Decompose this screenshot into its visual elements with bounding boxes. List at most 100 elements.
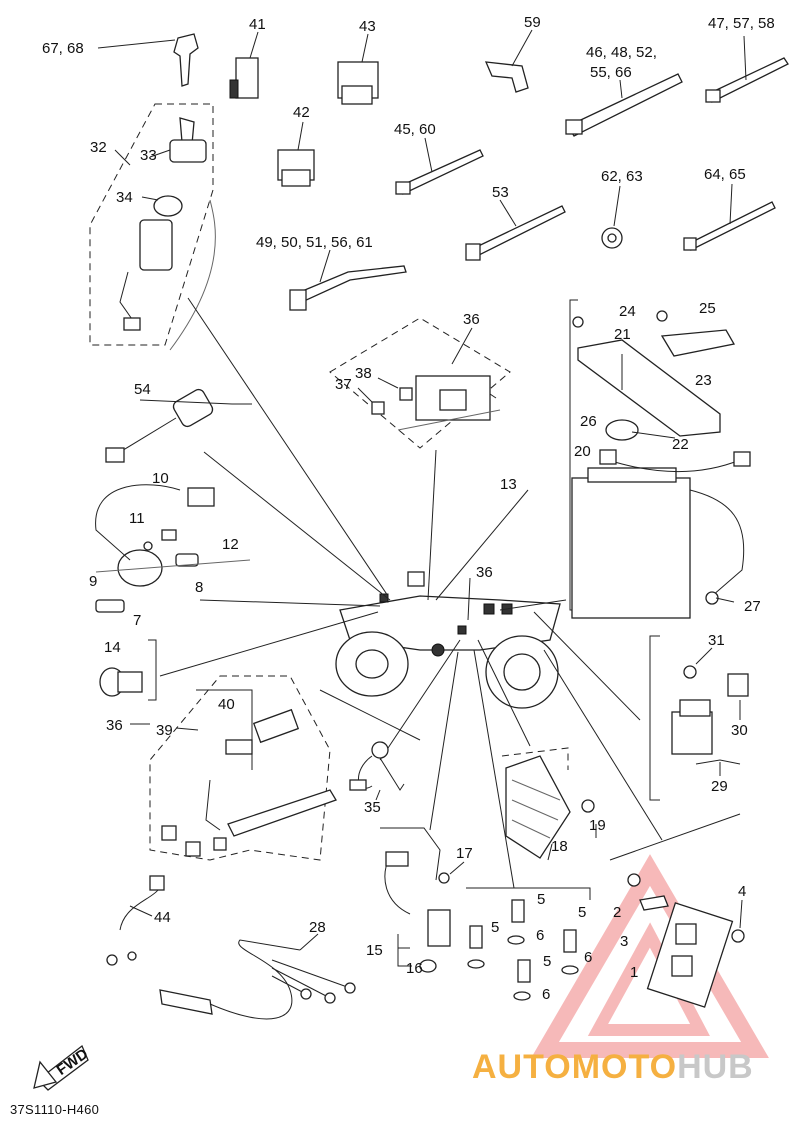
starter-relay-7 — [95, 484, 251, 613]
fuse-box-group-36 — [329, 317, 511, 449]
callout-8: 8 — [195, 579, 203, 596]
callout-5-b: 5 — [578, 904, 586, 921]
control-unit-1 — [609, 813, 745, 1008]
callout-19: 19 — [589, 817, 606, 834]
relay-41 — [229, 31, 259, 99]
callout-1: 1 — [630, 964, 638, 981]
relay-43 — [337, 33, 379, 105]
callout-34: 34 — [116, 189, 133, 206]
callout-6-b: 6 — [584, 949, 592, 966]
callout-14: 14 — [104, 639, 121, 656]
callout-45-60: 45, 60 — [394, 121, 436, 138]
callout-18: 18 — [551, 838, 568, 855]
callout-13: 13 — [500, 476, 517, 493]
callout-25: 25 — [699, 300, 716, 317]
callout-24: 24 — [619, 303, 636, 320]
callout-15: 15 — [366, 942, 383, 959]
callout-40: 40 — [218, 696, 235, 713]
catalog-number: 37S1110-H460 — [10, 1102, 100, 1117]
callout-36-harness: 36 — [106, 717, 123, 734]
clamp-59 — [484, 29, 533, 93]
callout-12: 12 — [222, 536, 239, 553]
cdi-54 — [105, 388, 252, 463]
callout-55-66: 55, 66 — [590, 64, 632, 81]
atv-body — [335, 571, 561, 709]
tie-47 — [705, 35, 789, 103]
callout-5-a: 5 — [537, 891, 545, 908]
callout-5-c: 5 — [491, 919, 499, 936]
callout-5-d: 5 — [543, 953, 551, 970]
callout-44: 44 — [154, 909, 171, 926]
callout-2: 2 — [613, 904, 621, 921]
relay-42 — [277, 121, 315, 187]
callout-36-main: 36 — [476, 564, 493, 581]
tie-64 — [683, 183, 776, 251]
watermark-brand: AUTOMOTOHUB — [472, 1048, 754, 1087]
main-switch-group-32 — [89, 103, 214, 346]
callout-39: 39 — [156, 722, 173, 739]
callout-10: 10 — [152, 470, 169, 487]
tie-46 — [565, 73, 683, 137]
harness-curve — [169, 199, 216, 351]
handlebar-switch-35 — [349, 741, 405, 801]
callout-33: 33 — [140, 147, 157, 164]
callout-41: 41 — [249, 16, 266, 33]
callout-6-a: 6 — [536, 927, 544, 944]
lead-wire-44 — [106, 875, 165, 966]
tie-49 — [289, 249, 407, 311]
callout-29: 29 — [711, 778, 728, 795]
callout-31: 31 — [708, 632, 725, 649]
callout-47-57-58: 47, 57, 58 — [708, 15, 775, 32]
tie-45 — [395, 137, 484, 195]
callout-67-68: 67, 68 — [42, 40, 84, 57]
fwd-label: FWD — [54, 1045, 92, 1079]
callout-37: 37 — [335, 376, 352, 393]
brand-part-hub: HUB — [677, 1048, 754, 1086]
fwd-arrow-icon — [33, 1044, 89, 1091]
tie-53 — [465, 199, 566, 261]
wire-harness-group — [130, 675, 337, 861]
callout-23: 23 — [695, 372, 712, 389]
callout-53: 53 — [492, 184, 509, 201]
rectifier-18 — [501, 747, 597, 861]
callout-21: 21 — [614, 326, 631, 343]
key-blank-67-68 — [97, 33, 199, 87]
callout-42: 42 — [293, 104, 310, 121]
callout-64-65: 64, 65 — [704, 166, 746, 183]
watermark-logo — [531, 854, 769, 1058]
sensor-15 — [380, 827, 465, 973]
sensor-14 — [99, 639, 157, 701]
starter-relay-29 — [649, 635, 749, 801]
callout-4: 4 — [738, 883, 746, 900]
callout-59: 59 — [524, 14, 541, 31]
callout-30: 30 — [731, 722, 748, 739]
brand-part-automoto: AUTOMOTO — [472, 1048, 678, 1086]
callout-9: 9 — [89, 573, 97, 590]
callout-62-63: 62, 63 — [601, 168, 643, 185]
callout-20: 20 — [574, 443, 591, 460]
callout-35: 35 — [364, 799, 381, 816]
harness-28 — [159, 933, 356, 1020]
callout-36-fusebox: 36 — [463, 311, 480, 328]
clip-62 — [601, 185, 623, 249]
switch-group-5 — [466, 887, 591, 1001]
callout-22: 22 — [672, 436, 689, 453]
callout-17: 17 — [456, 845, 473, 862]
callout-54: 54 — [134, 381, 151, 398]
assembly-lead-lines — [159, 297, 663, 889]
callout-11: 11 — [129, 510, 145, 527]
callout-43: 43 — [359, 18, 376, 35]
callout-49-61: 49, 50, 51, 56, 61 — [256, 234, 373, 251]
callout-6-c: 6 — [542, 986, 550, 1003]
callout-28: 28 — [309, 919, 326, 936]
battery-group — [569, 299, 751, 619]
callout-7: 7 — [133, 612, 141, 629]
callout-38: 38 — [355, 365, 372, 382]
callout-46-48-52: 46, 48, 52, — [586, 44, 657, 61]
callout-26: 26 — [580, 413, 597, 430]
callout-32: 32 — [90, 139, 107, 156]
callout-27: 27 — [744, 598, 761, 615]
callout-labels: 67, 68 41 43 59 46, 48, 52, 55, 66 47, 5… — [42, 14, 775, 1003]
callout-3: 3 — [620, 933, 628, 950]
